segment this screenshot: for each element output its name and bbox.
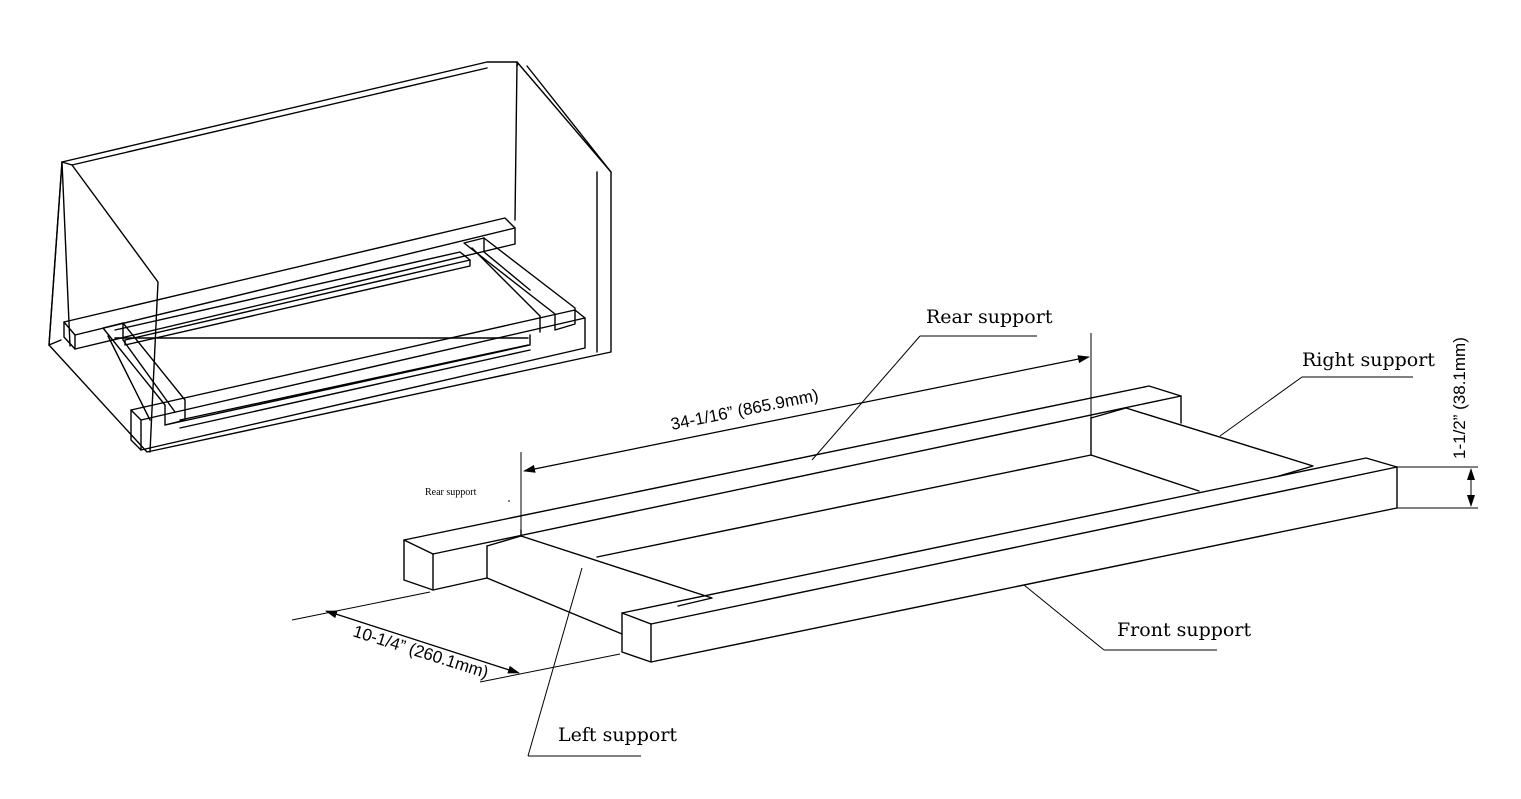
depth-dimension-text: 10-1/4” (260.1mm) bbox=[351, 622, 491, 682]
height-dimension-text: 1-1/2” (38.1mm) bbox=[1450, 337, 1469, 459]
rear-support-bar bbox=[403, 385, 1182, 591]
left-support-bar bbox=[486, 529, 713, 635]
rear-support-label: Rear support bbox=[926, 306, 1053, 328]
dimension-height: 1-1/2” (38.1mm) bbox=[1397, 337, 1478, 509]
callouts: Rear support Right support Front support… bbox=[425, 306, 1435, 757]
front-support-bar bbox=[621, 457, 1398, 663]
rear-support-small-label: Rear support bbox=[425, 487, 477, 498]
right-support-label: Right support bbox=[1302, 349, 1435, 371]
right-support-bar bbox=[1090, 407, 1314, 492]
dimension-length: 34-1/16” (865.9mm) bbox=[520, 333, 1092, 530]
left-support-label: Left support bbox=[558, 724, 677, 746]
cabinet-overview bbox=[48, 61, 612, 453]
front-support-label: Front support bbox=[1117, 619, 1251, 641]
